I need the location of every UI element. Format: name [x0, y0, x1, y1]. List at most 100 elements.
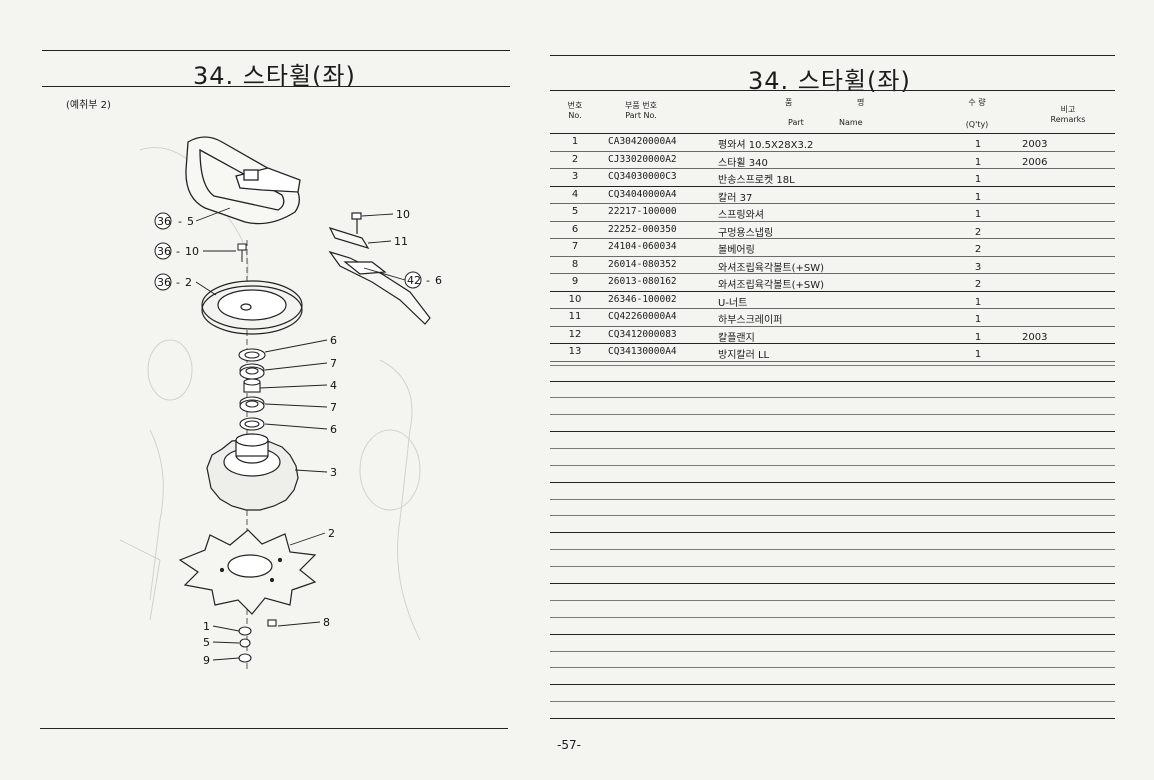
- table-row: 11 CQ42260000A4 하부스크레이퍼 1: [550, 309, 1115, 327]
- section-subtitle: (예취부 2): [66, 100, 111, 111]
- header-part-en: Part No.: [625, 111, 657, 120]
- cell-qty: 1: [974, 191, 982, 203]
- cell-no: 11: [568, 311, 582, 322]
- header-name-en1: Part: [788, 118, 804, 127]
- bottom-rule: [40, 728, 508, 729]
- table-row: 4 CQ34040000A4 칼러 37 1: [550, 187, 1115, 204]
- callout-6b: 6: [330, 334, 337, 347]
- dash-a: -: [178, 215, 182, 228]
- cell-part-name: 방지칼러 LL: [718, 350, 770, 361]
- ruled-line: [550, 549, 1115, 550]
- callout-4: 4: [330, 379, 337, 392]
- cell-part-name: 와셔조립육각볼트(+SW): [718, 262, 825, 274]
- cell-no: 13: [568, 346, 582, 357]
- cell-no: 10: [568, 293, 582, 305]
- star-wheel-disc: [201, 280, 303, 335]
- cell-part-name: 하부스크레이퍼: [718, 315, 783, 326]
- cell-part-no: CQ34030000C3: [608, 171, 677, 182]
- callout-ref-42: 42: [407, 274, 421, 287]
- ruled-line: [550, 431, 1115, 432]
- cell-part-no: CQ3412000083: [608, 328, 677, 340]
- callout-ref-36c: 36: [157, 276, 171, 289]
- table-row: 3 CQ34030000C3 반송스프로켓 18L 1: [550, 169, 1115, 187]
- cell-remarks: 2006: [1022, 156, 1048, 168]
- dash-d: -: [426, 274, 430, 287]
- ruled-line: [550, 397, 1115, 398]
- ruled-line: [550, 414, 1115, 415]
- cell-no: 3: [571, 171, 579, 182]
- ruled-line: [550, 381, 1115, 382]
- cell-part-no: 26013-080162: [608, 276, 677, 287]
- cell-part-no: CQ42260000A4: [608, 311, 677, 322]
- table-row: 13 CQ34130000A4 방지칼러 LL 1: [550, 344, 1115, 362]
- table-row: 1 CA30420000A4 평와셔 10.5X28X3.2 1 2003: [550, 134, 1115, 152]
- ruled-line: [550, 532, 1115, 533]
- dash-c: -: [176, 276, 180, 289]
- ruled-line: [550, 667, 1115, 668]
- header-no-kr: 번호: [567, 101, 583, 110]
- cell-part-name: 볼베어링: [718, 245, 755, 256]
- sprocket: [206, 433, 299, 511]
- callout-6a: 6: [435, 274, 442, 287]
- leader-lines: [195, 207, 406, 661]
- callout-10a: 10: [185, 245, 199, 258]
- header-qty-kr: 수 량: [968, 98, 986, 107]
- ruled-line: [550, 718, 1115, 719]
- table-row: 10 26346-100002 U-너트 1: [550, 292, 1115, 309]
- cell-no: 5: [571, 206, 579, 217]
- table-row: 6 22252-000350 구멍용스냅링 2: [550, 222, 1115, 239]
- cell-no: 4: [571, 188, 579, 200]
- callout-7b: 7: [330, 401, 337, 414]
- cell-part-name: 평와셔 10.5X28X3.2: [718, 140, 814, 151]
- bearing-stack: [238, 348, 266, 431]
- ruled-line: [550, 600, 1115, 601]
- cell-part-name: 스타휠 340: [718, 157, 768, 169]
- cell-part-name: 구멍용스냅링: [718, 227, 774, 239]
- ruled-line: [550, 617, 1115, 618]
- scraper-blade: [185, 136, 301, 225]
- table-row: 7 24104-060034 볼베어링 2: [550, 239, 1115, 257]
- cell-part-no: CA30420000A4: [608, 136, 677, 147]
- cell-part-name: 스프링와셔: [718, 210, 764, 221]
- callout-2b: 2: [328, 527, 335, 540]
- cell-part-name: 칼러 37: [718, 192, 753, 204]
- cell-part-name: U-너트: [718, 297, 748, 309]
- header-no-en: No.: [568, 111, 582, 120]
- bracket-assembly: [328, 212, 431, 325]
- callout-1: 1: [203, 620, 210, 633]
- callout-8: 8: [323, 616, 330, 629]
- top-rule: [42, 50, 510, 51]
- bottom-fasteners: [238, 619, 277, 663]
- header-rule: [550, 133, 1115, 134]
- callout-6c: 6: [330, 423, 337, 436]
- cell-no: 1: [571, 136, 579, 147]
- callout-11: 11: [394, 235, 408, 248]
- header-qty-en: (Q'ty): [965, 120, 989, 129]
- cell-part-name: 반송스프로켓 18L: [718, 175, 795, 186]
- cell-part-no: 26014-080352: [608, 258, 677, 270]
- ruled-line: [550, 465, 1115, 466]
- cell-part-no: 22252-000350: [608, 223, 677, 235]
- ruled-line: [550, 583, 1115, 584]
- cell-qty: 1: [974, 174, 982, 185]
- cell-no: 6: [571, 223, 579, 235]
- callout-2a: 2: [185, 276, 192, 289]
- cell-qty: 1: [974, 139, 982, 150]
- cell-qty: 1: [974, 156, 982, 168]
- dash-b: -: [176, 245, 180, 258]
- cell-qty: 1: [974, 314, 982, 325]
- right-page: 34. 스타휠(좌) 번호 No. 부품 번호 Part No. 품 명 Par…: [545, 0, 1154, 780]
- cell-part-no: CQ34040000A4: [608, 188, 677, 200]
- callout-9: 9: [203, 654, 210, 667]
- cell-part-no: 22217-100000: [608, 206, 677, 217]
- cell-qty: 1: [974, 296, 982, 308]
- exploded-parts-diagram: 36 - 5 36 - 10 36 - 2 10 11 42 - 6 6 7 4…: [119, 136, 442, 670]
- callout-3: 3: [330, 466, 337, 479]
- ruled-line: [550, 448, 1115, 449]
- cell-qty: 1: [974, 209, 982, 220]
- ruled-line: [550, 499, 1115, 500]
- cell-qty: 1: [974, 331, 982, 343]
- header-name-kr1: 품: [785, 98, 793, 107]
- header-remarks-en: Remarks: [1050, 115, 1086, 124]
- ruled-line: [550, 684, 1115, 685]
